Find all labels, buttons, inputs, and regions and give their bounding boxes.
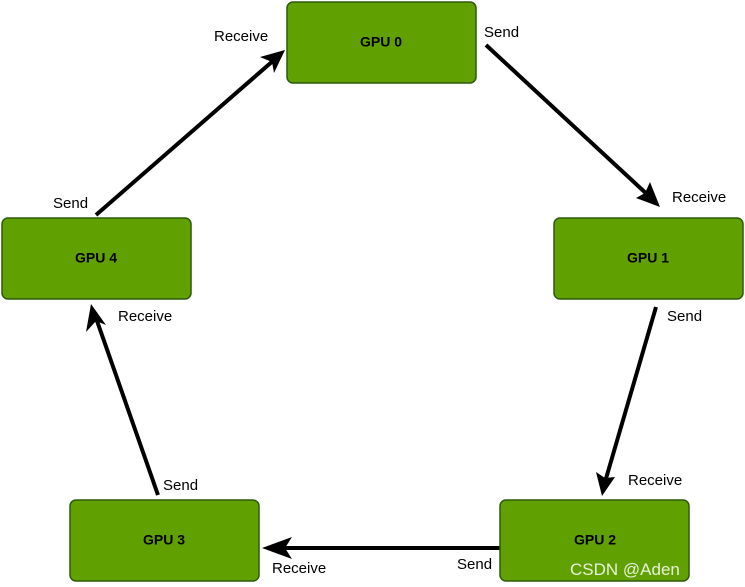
arrowhead-icon xyxy=(262,537,292,559)
receive-label-gpu2: Receive xyxy=(628,472,682,489)
receive-label-gpu4: Receive xyxy=(118,308,172,325)
receive-label-gpu3: Receive xyxy=(272,560,326,577)
receive-label-gpu0: Receive xyxy=(214,28,268,45)
arrowhead-icon xyxy=(260,50,285,73)
node-label: GPU 2 xyxy=(574,532,616,548)
edge-gpu3-to-gpu4 xyxy=(86,304,160,496)
watermark: CSDN @Aden xyxy=(570,560,680,579)
send-label-gpu4: Send xyxy=(53,195,88,212)
arrowhead-icon xyxy=(596,472,615,496)
edge-gpu1-to-gpu2 xyxy=(596,306,658,496)
node-gpu3: GPU 3 xyxy=(69,499,260,582)
send-label-gpu1: Send xyxy=(667,308,702,325)
node-gpu2: GPU 2 xyxy=(499,499,690,582)
arrowhead-icon xyxy=(636,182,660,207)
send-label-gpu3: Send xyxy=(163,477,198,494)
send-label-gpu2: Send xyxy=(457,556,492,573)
node-label: GPU 3 xyxy=(143,532,185,548)
node-label: GPU 4 xyxy=(75,250,117,266)
node-gpu0: GPU 0 xyxy=(286,1,477,84)
edge-gpu4-to-gpu0 xyxy=(94,50,285,217)
node-label: GPU 0 xyxy=(360,34,402,50)
arrowhead-icon xyxy=(86,304,106,332)
edge-gpu0-to-gpu1 xyxy=(484,43,660,207)
node-gpu4: GPU 4 xyxy=(1,217,192,300)
node-gpu1: GPU 1 xyxy=(553,217,744,300)
node-label: GPU 1 xyxy=(627,250,669,266)
edge-gpu2-to-gpu3 xyxy=(262,537,500,559)
receive-label-gpu1: Receive xyxy=(672,189,726,206)
send-label-gpu0: Send xyxy=(484,24,519,41)
